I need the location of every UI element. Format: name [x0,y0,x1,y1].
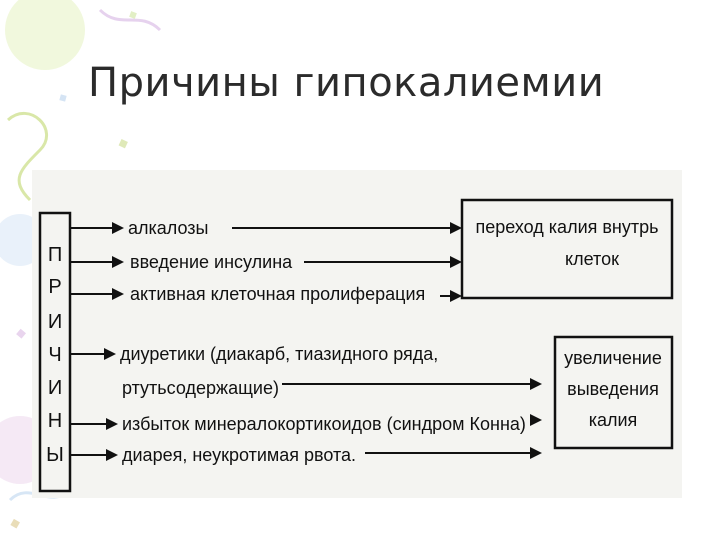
arrow-head [530,447,542,459]
confetti [16,328,26,339]
outcome-text: клеток [565,249,619,269]
confetti [59,94,67,102]
confetti [118,139,128,149]
arrow-head [112,256,124,268]
causes-label-box [38,211,72,493]
outcome-text: выведения [567,379,659,399]
arrow-head [104,348,116,360]
cause-text: диуретики (диакарб, тиазидного ряда, [120,344,438,364]
arrow-head [450,290,462,302]
outcome-text: переход калия внутрь [475,217,658,237]
side-label-letter: Н [48,410,62,432]
side-label-letter: Ы [46,444,64,466]
confetti [129,11,137,19]
arrow-head [450,222,462,234]
outcome-text: калия [589,410,638,430]
arrow-head [106,449,118,461]
arrow-head [450,256,462,268]
cause-text: ртутьсодержащие) [122,378,279,398]
side-label-letter: И [48,377,62,399]
arrow-head [112,222,124,234]
slide-title: Причины гипокалиемии [88,60,605,106]
outcome-box-top [460,198,674,300]
balloon-decoration [5,0,85,70]
arrow-head [112,288,124,300]
scanned-figure-background [32,170,682,498]
arrow-head [106,418,118,430]
confetti [10,518,20,529]
side-label-letter: И [48,311,62,333]
outcome-box-bottom [553,335,674,450]
spiral-decoration [6,112,48,202]
arrow-head [530,378,542,390]
cause-text: избыток минералокортикоидов (синдром Кон… [122,414,526,434]
cause-text: диарея, неукротимая рвота. [122,445,356,465]
side-label-letter: П [48,244,62,266]
cause-text: алкалозы [128,218,209,238]
cause-text: активная клеточная пролиферация [130,284,425,304]
spiral-decoration [98,8,162,32]
outcome-text: увеличение [564,348,662,368]
side-label-letter: Р [48,276,61,298]
side-label-letter: Ч [48,344,61,366]
cause-text: введение инсулина [130,252,293,272]
arrow-head [530,414,542,426]
